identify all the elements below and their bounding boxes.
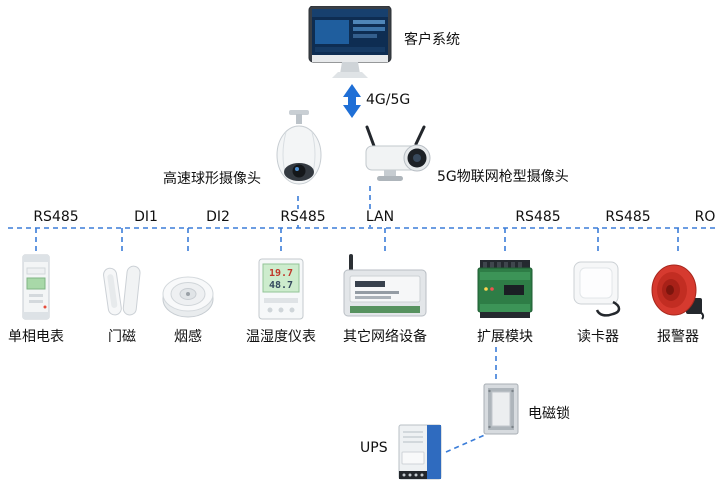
device-alarm: 报警器	[630, 250, 726, 346]
link-4g5g-label: 4G/5G	[366, 92, 411, 108]
monitor-icon	[308, 5, 392, 78]
dome-camera-label: 高速球形摄像头	[163, 171, 261, 187]
lcd-temp-value: 19.7	[269, 268, 293, 279]
bus-port-label-rs485-2: RS485	[278, 209, 328, 225]
card-reader-icon	[571, 250, 625, 320]
device-network-device: 其它网络设备	[337, 250, 433, 346]
temp-humidity-meter-icon: 19.7 48.7	[258, 250, 304, 320]
device-label: 报警器	[657, 329, 699, 345]
dome-camera-icon	[276, 110, 322, 185]
bus-port-label-rs485-1: RS485	[31, 209, 81, 225]
maglock-label: 电磁锁	[528, 406, 570, 422]
bullet-camera-icon	[365, 125, 431, 181]
bus-port-label-lan: LAN	[363, 209, 397, 225]
bus-port-label-rs485-4: RS485	[603, 209, 653, 225]
device-card-reader: 读卡器	[550, 250, 646, 346]
ups-label: UPS	[360, 440, 388, 456]
device-label: 扩展模块	[477, 329, 533, 345]
bullet-camera-label: 5G物联网枪型摄像头	[437, 169, 569, 185]
maglock-node	[477, 383, 525, 439]
bus-port-label-rs485-3: RS485	[513, 209, 563, 225]
client-system-node	[300, 5, 400, 88]
lcd-humidity-value: 48.7	[269, 280, 293, 291]
device-power-meter: 单相电表	[0, 250, 84, 346]
device-smoke-sensor: 烟感	[140, 250, 236, 346]
client-system-label: 客户系统	[404, 32, 460, 48]
alarm-icon	[650, 250, 706, 320]
maglock-icon	[483, 383, 519, 435]
bullet-camera-node	[364, 124, 434, 190]
device-door-sensor: 门磁	[74, 250, 170, 346]
expansion-module-icon	[476, 250, 534, 320]
ups-node	[394, 424, 448, 488]
power-meter-icon	[20, 250, 52, 320]
bus-port-label-ro: RO	[692, 209, 718, 225]
smoke-sensor-icon	[161, 250, 215, 320]
device-label: 门磁	[108, 329, 136, 345]
device-label: 其它网络设备	[343, 329, 427, 345]
door-sensor-icon	[101, 250, 143, 320]
device-label: 读卡器	[577, 329, 619, 345]
ups-icon	[398, 424, 442, 480]
device-label: 温湿度仪表	[246, 329, 316, 345]
network-device-icon	[343, 250, 427, 320]
bus-port-label-di1: DI1	[132, 209, 160, 225]
updown-arrow-icon	[343, 84, 361, 118]
bus-port-label-di2: DI2	[204, 209, 232, 225]
device-temp-humidity-meter: 19.7 48.7 温湿度仪表	[233, 250, 329, 346]
dome-camera-node	[276, 110, 322, 200]
device-label: 烟感	[174, 329, 202, 345]
device-expansion-module: 扩展模块	[457, 250, 553, 346]
device-label: 单相电表	[8, 329, 64, 345]
